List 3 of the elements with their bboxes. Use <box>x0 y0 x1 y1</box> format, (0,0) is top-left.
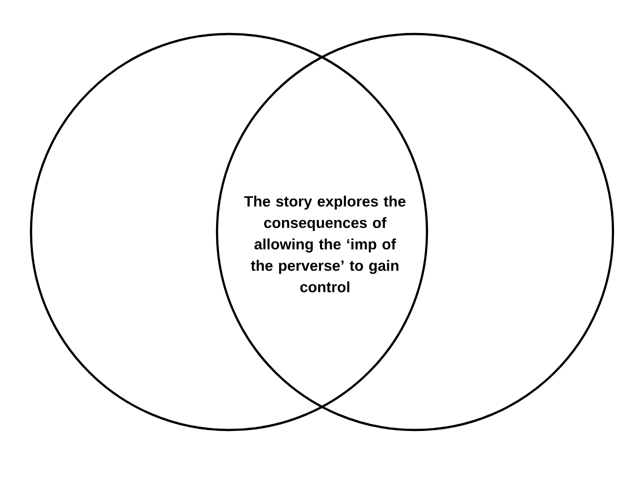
venn-circle <box>30 32 428 432</box>
venn-circle <box>216 32 614 432</box>
overlap-text: The story explores the consequences of allowing the ‘imp of the perverse’ to gain control <box>244 196 406 292</box>
